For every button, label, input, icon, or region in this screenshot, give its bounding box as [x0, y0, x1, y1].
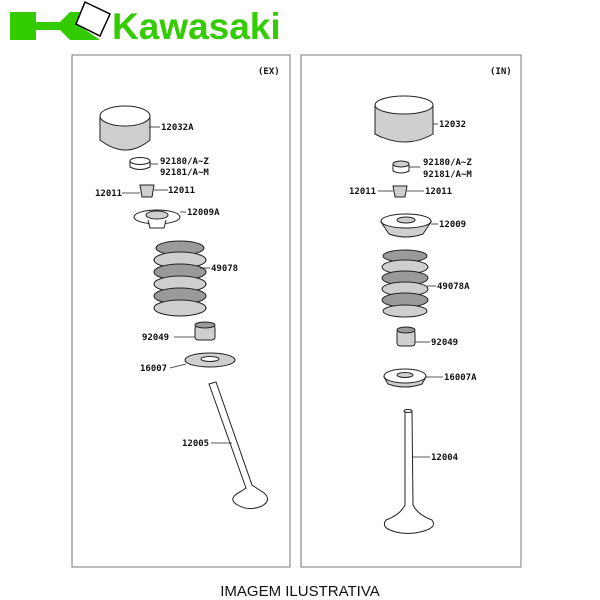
label-spring-in: 49078A	[437, 282, 470, 292]
label-shim-a-ex: 92180/A~Z	[160, 157, 209, 167]
label-retainer-in: 12009	[439, 220, 466, 230]
seal-ex	[194, 321, 216, 341]
seal-in	[396, 326, 416, 347]
label-seal-in: 92049	[431, 338, 458, 348]
label-retainer-ex: 12009A	[187, 208, 220, 218]
label-cotter-right-ex: 12011	[168, 186, 195, 196]
label-spring-ex: 49078	[211, 264, 238, 274]
label-cotter-left-in: 12011	[349, 187, 376, 197]
label-tappet-in: 12032	[439, 120, 466, 130]
label-seat-in: 16007A	[444, 373, 477, 383]
cotter-in	[392, 185, 408, 198]
spring-in	[381, 249, 429, 318]
panel-title-ex: (EX)	[258, 67, 280, 77]
label-shim-b-in: 92181/A~M	[423, 170, 472, 180]
label-seal-ex: 92049	[142, 333, 169, 343]
seat-ex	[184, 352, 236, 368]
intake-panel	[300, 54, 522, 568]
label-valve-ex: 12005	[182, 439, 209, 449]
retainer-ex	[133, 209, 181, 229]
valve-ex	[208, 381, 268, 510]
illustrative-image-caption: IMAGEM ILUSTRATIVA	[220, 583, 380, 600]
exhaust-panel	[71, 54, 291, 568]
valve-in	[383, 409, 434, 534]
kawasaki-logo: Kawasaki	[10, 0, 281, 47]
panel-title-in: (IN)	[490, 67, 512, 77]
label-tappet-ex: 12032A	[161, 123, 194, 133]
seat-in	[383, 368, 427, 388]
label-cotter-left-ex: 12011	[95, 189, 122, 199]
label-shim-b-ex: 92181/A~M	[160, 168, 209, 178]
cotter-ex	[139, 184, 155, 198]
shim-ex	[129, 157, 151, 170]
label-shim-a-in: 92180/A~Z	[423, 158, 472, 168]
label-seat-ex: 16007	[140, 364, 167, 374]
retainer-in	[380, 213, 432, 238]
tappet-ex	[99, 105, 151, 151]
shim-in	[392, 160, 410, 174]
tappet-in	[374, 95, 434, 143]
label-cotter-right-in: 12011	[425, 187, 452, 197]
label-valve-in: 12004	[431, 453, 459, 463]
spring-ex	[153, 240, 207, 317]
brand-name: Kawasaki	[112, 6, 281, 47]
